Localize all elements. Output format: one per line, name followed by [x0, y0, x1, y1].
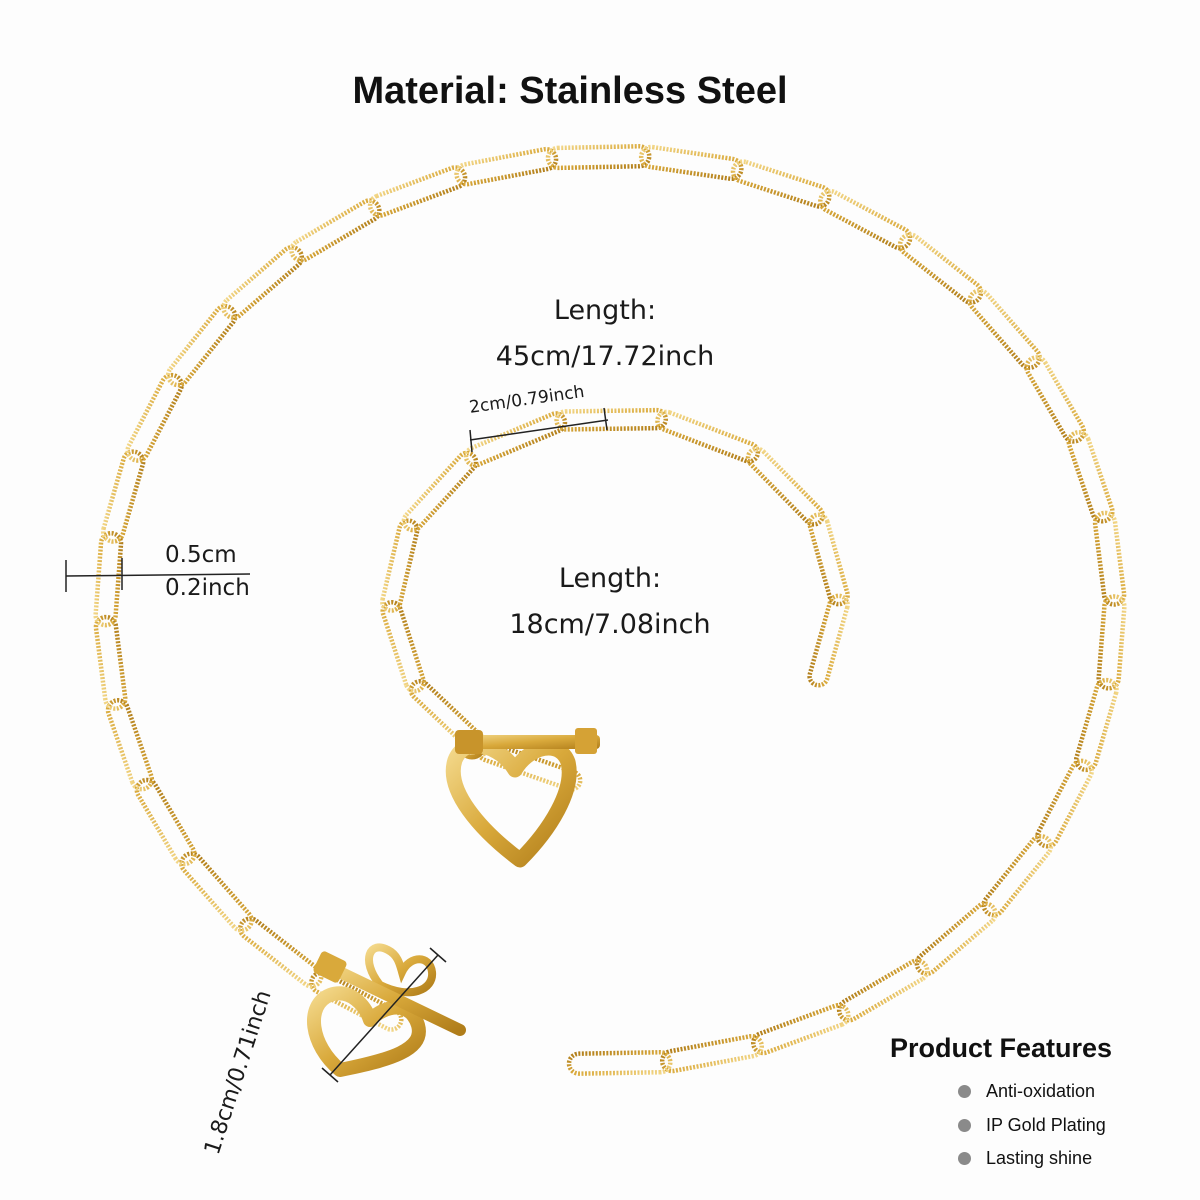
necklace-length: Length: 45cm/17.72inch: [480, 288, 730, 380]
chain-link: [545, 143, 652, 171]
chain-link: [745, 446, 825, 527]
chain-link: [981, 834, 1054, 918]
necklace-heart-clasp: [307, 943, 466, 1077]
chain-link: [897, 232, 984, 305]
bracelet-length: Length: 18cm/7.08inch: [480, 556, 740, 648]
chain-link: [1035, 758, 1095, 849]
chain-link: [566, 1050, 673, 1076]
chain-link: [179, 851, 254, 933]
chain-link: [836, 958, 930, 1023]
chain-link: [554, 407, 669, 432]
chain-link: [1096, 594, 1127, 691]
chain-link: [914, 901, 998, 976]
features-title: Product Features: [890, 1033, 1113, 1063]
bracelet-length-label: Length:: [558, 563, 662, 594]
chain-link: [289, 198, 382, 263]
chain-link: [807, 593, 850, 688]
bracelet-heart-clasp: [445, 728, 600, 868]
feature-item: Lasting shine: [958, 1148, 1092, 1169]
chain-link: [221, 245, 305, 320]
measure-link-length: [469, 407, 609, 453]
chain-link: [807, 512, 850, 607]
chain-link: [309, 970, 404, 1032]
chain-link: [1066, 430, 1115, 524]
chain-link: [93, 614, 128, 711]
chain-link: [1092, 510, 1127, 607]
feature-label: Lasting shine: [986, 1148, 1093, 1168]
measure-link-width: [65, 558, 251, 592]
chain-link: [100, 449, 146, 544]
measure-clasp-size: [321, 947, 447, 1083]
link-width-cm: 0.5cm: [165, 542, 237, 568]
chain-link: [638, 144, 744, 182]
chain-link: [463, 411, 568, 468]
chain-link: [380, 518, 420, 613]
chain-link: [967, 288, 1042, 370]
chain-link: [93, 530, 124, 628]
chain-link: [367, 165, 468, 218]
bullet-icon: [958, 1085, 971, 1098]
chain-link: [655, 409, 761, 464]
chain-link: [237, 916, 324, 989]
chain-link: [105, 698, 155, 792]
chain-link: [454, 146, 559, 187]
page-title: Material: Stainless Steel: [352, 70, 788, 112]
necklace-chain: [93, 143, 1127, 1076]
feature-item: IP Gold Plating: [958, 1115, 1106, 1136]
chain-link: [380, 599, 427, 694]
chain-link: [751, 1003, 851, 1056]
bullet-icon: [958, 1152, 971, 1165]
link-width-inch: 0.2inch: [165, 575, 250, 601]
chain-link: [165, 303, 238, 388]
feature-label: Anti-oxidation: [986, 1081, 1096, 1101]
chain-link: [1073, 677, 1119, 773]
necklace-length-label: Length:: [553, 295, 657, 326]
bracelet-length-value: 18cm/7.08inch: [509, 609, 711, 640]
chain-link: [818, 188, 913, 251]
chain-link: [125, 372, 184, 463]
chain-link: [659, 1033, 764, 1074]
feature-item: Anti-oxidation: [958, 1081, 1095, 1102]
feature-label: IP Gold Plating: [986, 1115, 1106, 1135]
necklace-length-value: 45cm/17.72inch: [495, 341, 715, 372]
chain-link: [730, 159, 832, 209]
chain-link: [401, 450, 479, 533]
bullet-icon: [958, 1119, 971, 1132]
